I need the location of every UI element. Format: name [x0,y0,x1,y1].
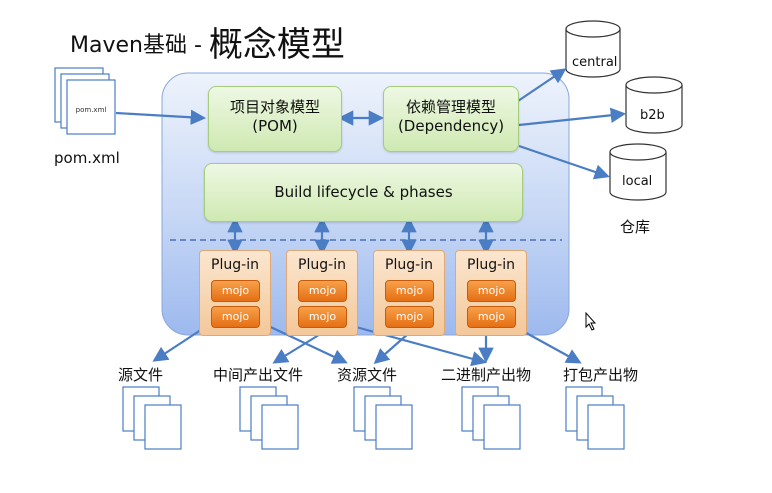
repo-local-label: local [622,174,653,189]
output-label-resources: 资源文件 [337,366,398,384]
arrow-to-b2b [518,107,627,127]
pom-model-box: 项目对象模型 (POM) [208,86,342,152]
dependency-model-subtitle: (Dependency) [397,117,505,135]
output-label-intermediate: 中间产出文件 [213,366,304,384]
output-label-binary: 二进制产出物 [441,366,532,384]
mojo-box: mojo [385,306,434,328]
arrow-to-intermediate [272,332,323,364]
pom-model-subtitle: (POM) [252,117,298,135]
pom-file-page-label: pom.xml [76,106,107,114]
mojo-box: mojo [298,280,347,302]
repo-b2b-label: b2b [640,108,665,123]
plugin-box: Plug-in mojo mojo [455,250,527,336]
arrow-to-binary [344,322,487,367]
plugin-box: Plug-in mojo mojo [373,250,445,336]
central-db-icon [565,20,621,78]
plugin-box: Plug-in mojo mojo [199,250,271,336]
arrow-to-central [514,68,567,104]
lifecycle-label: Build lifecycle & phases [274,183,453,201]
repository-caption: 仓库 [620,218,651,236]
pom-file-caption: pom.xml [54,149,120,167]
output-label-source: 源文件 [118,366,164,384]
plugin-label: Plug-in [298,257,346,273]
arrows [115,68,627,367]
mojo-box: mojo [467,306,516,328]
arrow-to-resources-2 [373,332,410,365]
mojo-box: mojo [298,306,347,328]
dependency-model-title: 依赖管理模型 [405,98,496,116]
mojo-box: mojo [211,306,260,328]
plugin-label: Plug-in [467,257,515,273]
output-doc-icon-4 [461,386,521,450]
pom-model-title: 项目对象模型 [229,98,320,116]
arrow-pom-to-model [115,109,207,125]
plugin-box: Plug-in mojo mojo [286,250,358,336]
lifecycle-box: Build lifecycle & phases [204,163,523,222]
local-db-icon [609,143,667,201]
output-doc-icon-3 [353,386,413,450]
title-prefix: Maven基础 - [70,33,202,58]
mojo-box: mojo [211,280,260,302]
pom-file-icon [54,67,116,135]
plugin-label: Plug-in [385,257,433,273]
mojo-box: mojo [467,280,516,302]
plugin-label: Plug-in [211,257,259,273]
mojo-box: mojo [385,280,434,302]
arrow-to-resources [259,321,348,364]
output-doc-icon-2 [239,386,299,450]
title-main: 概念模型 [208,25,345,65]
output-doc-icon-5 [565,386,625,450]
b2b-db-icon [625,76,683,134]
page-title: Maven基础 - 概念模型 [70,17,345,66]
output-doc-icon-1 [122,386,182,450]
output-label-package: 打包产出物 [563,366,639,384]
mouse-cursor-icon [585,311,597,331]
dependency-model-box: 依赖管理模型 (Dependency) [383,86,519,152]
repo-central-label: central [572,55,618,70]
arrow-to-local [518,144,610,180]
